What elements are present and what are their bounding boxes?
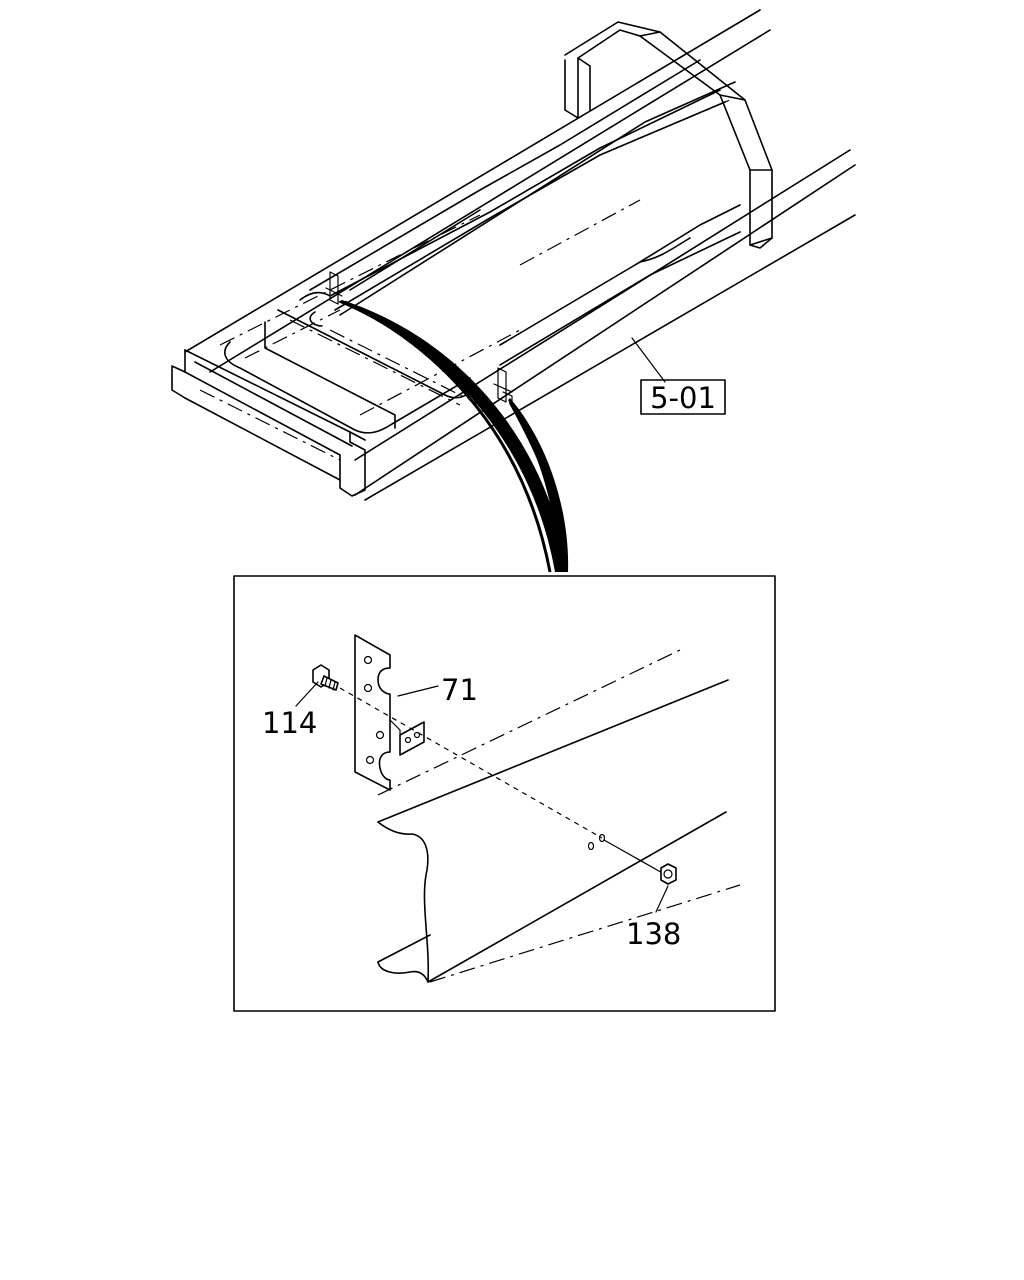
reference-label: 5-01 — [640, 379, 726, 415]
callout-114: 114 — [262, 706, 317, 740]
detail-view: 71 114 138 — [233, 575, 776, 1012]
bracket-part — [354, 634, 425, 791]
callout-71: 71 — [441, 673, 478, 707]
callout-138: 138 — [626, 917, 681, 951]
nut-part — [660, 863, 677, 885]
chassis-frame-overview — [171, 9, 856, 573]
reference-label-text: 5-01 — [650, 381, 716, 415]
frame-rail — [377, 649, 741, 983]
bolt-part — [312, 664, 339, 691]
